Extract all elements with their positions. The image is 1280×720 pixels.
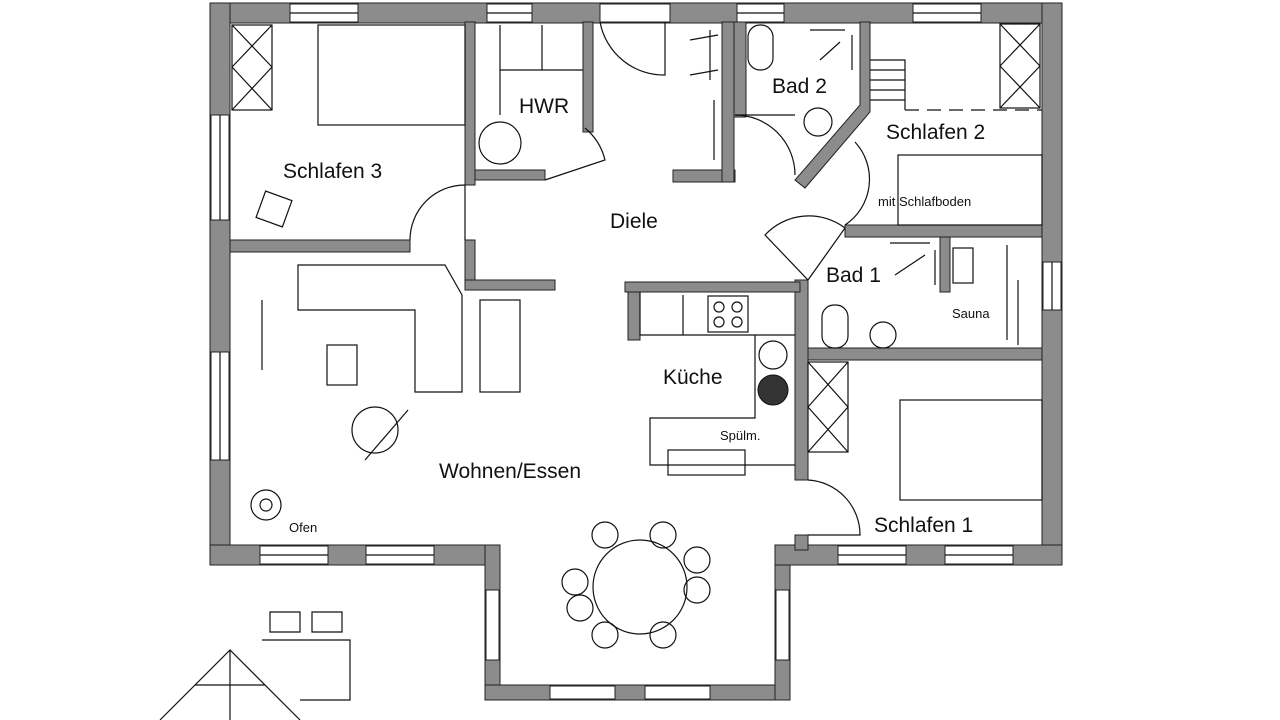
room-label-schlafen3: Schlafen 3 [283, 160, 383, 183]
doors [409, 21, 871, 536]
room-label-kueche: Küche [663, 366, 723, 389]
dining-chairs [561, 521, 711, 649]
label-ofen: Ofen [289, 520, 318, 535]
room-label-diele: Diele [610, 210, 658, 233]
windows [210, 3, 1062, 700]
room-label-schlafen1: Schlafen 1 [874, 514, 974, 537]
interior-walls [229, 21, 1043, 551]
room-label-bad1: Bad 1 [826, 264, 881, 287]
room-note-schlafboden: mit Schlafboden [878, 194, 972, 209]
furniture [159, 23, 1043, 720]
room-label-hwr: HWR [519, 95, 570, 118]
room-label-schlafen2: Schlafen 2 [886, 121, 986, 144]
room-label-bad2: Bad 2 [772, 75, 827, 98]
room-label-sauna: Sauna [952, 306, 990, 321]
label-spuelmaschine: Spülm. [720, 428, 761, 443]
room-label-wohnen-essen: Wohnen/Essen [439, 460, 582, 483]
